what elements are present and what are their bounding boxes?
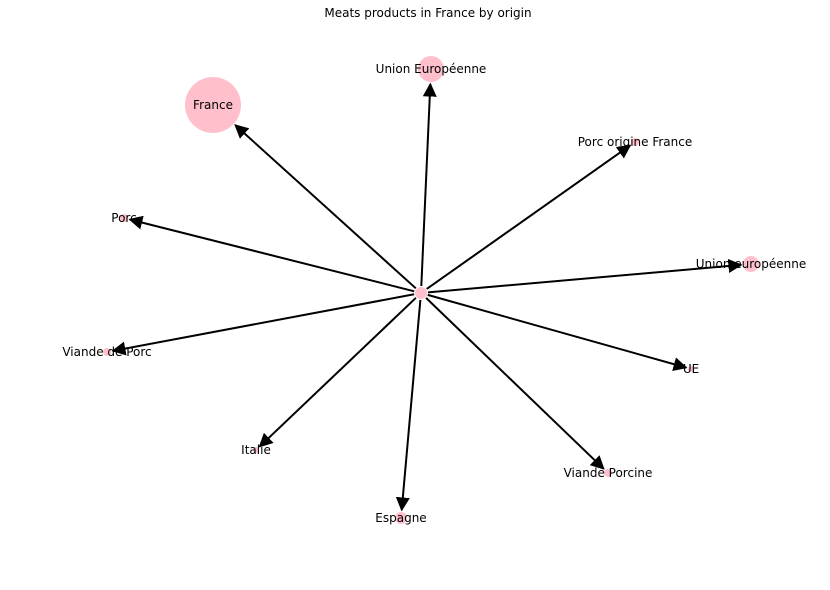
node-label-france: France — [193, 98, 233, 112]
node-union-europeenne-2 — [743, 256, 759, 272]
edge-center-to-union-europeenne-2 — [427, 259, 743, 294]
edge-center-to-italie — [258, 297, 417, 448]
node-label-italie: Italie — [241, 443, 271, 457]
node-italie — [253, 447, 259, 453]
node-label-porc-origine-france: Porc origine France — [578, 135, 693, 149]
node-label-porc: Porc — [111, 211, 136, 225]
node-label-ue: UE — [683, 362, 699, 376]
node-label-espagne: Espagne — [375, 511, 426, 525]
node-viande-de-porc — [103, 348, 111, 356]
edge-center-to-ue — [427, 293, 688, 371]
node-porc — [120, 214, 128, 222]
node-layer — [103, 56, 759, 524]
node-viande-porcine — [604, 469, 612, 477]
edge-center-to-porc-origine-france — [426, 144, 632, 290]
diagram-title: Meats products in France by origin — [324, 6, 532, 20]
edge-center-to-viande-de-porc — [111, 293, 415, 356]
node-label-union-europeenne-2: Union européenne — [696, 257, 806, 271]
edge-center-to-union-europeenne-1 — [420, 82, 437, 287]
edge-center-to-espagne — [395, 299, 422, 512]
edge-center-to-porc — [128, 215, 415, 293]
node-porc-origine-france — [631, 138, 639, 146]
node-france — [185, 77, 241, 133]
edge-center-to-france — [234, 124, 417, 290]
edge-center-to-viande-porcine — [425, 297, 605, 470]
node-label-union-europeenne-1: Union Européenne — [376, 62, 487, 76]
node-center — [415, 287, 427, 299]
node-ue — [688, 366, 694, 372]
node-label-viande-de-porc: Viande de Porc — [62, 345, 151, 359]
node-union-europeenne-1 — [418, 56, 444, 82]
node-espagne — [395, 512, 407, 524]
node-label-viande-porcine: Viande Porcine — [564, 466, 653, 480]
edge-layer — [111, 82, 743, 512]
